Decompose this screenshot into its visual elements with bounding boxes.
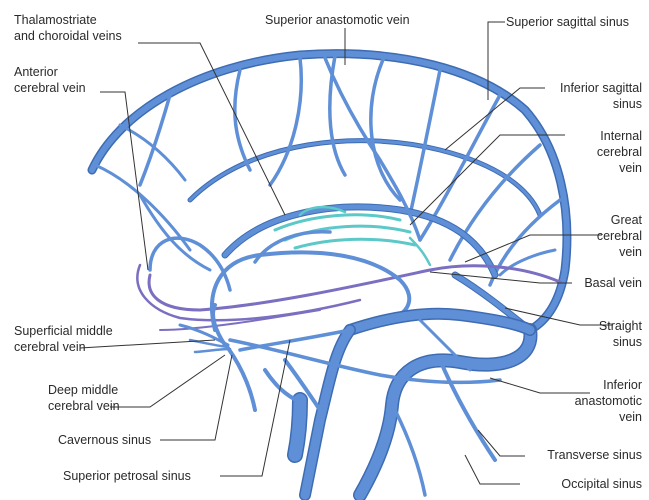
leader-lines [80,22,612,484]
label-great-cerebral-vein: Great cerebral vein [597,212,642,260]
transverse-sinus [360,330,530,495]
label-deep-middle-cerebral-vein: Deep middle cerebral vein [48,382,120,414]
label-inferior-anastomotic-vein: Inferior anastomotic vein [575,377,642,425]
label-basal-vein: Basal vein [584,275,642,291]
internal-cerebral-vein [225,207,495,275]
label-cavernous-sinus: Cavernous sinus [58,432,151,448]
label-internal-cerebral-vein: Internal cerebral vein [597,128,642,176]
label-transverse-sinus: Transverse sinus [547,447,642,463]
label-superficial-middle-cerebral-vein: Superficial middle cerebral vein [14,323,113,355]
label-occipital-sinus: Occipital sinus [561,476,642,492]
label-inferior-sagittal-sinus: Inferior sagittal sinus [560,80,642,112]
label-thalamostriate-choroidal-veins: Thalamostriate and choroidal veins [14,12,122,44]
label-superior-sagittal-sinus: Superior sagittal sinus [506,14,629,30]
label-straight-sinus: Straight sinus [599,318,642,350]
label-superior-petrosal-sinus: Superior petrosal sinus [63,468,191,484]
label-superior-anastomotic-vein: Superior anastomotic vein [265,12,410,28]
label-anterior-cerebral-vein: Anterior cerebral vein [14,64,86,96]
